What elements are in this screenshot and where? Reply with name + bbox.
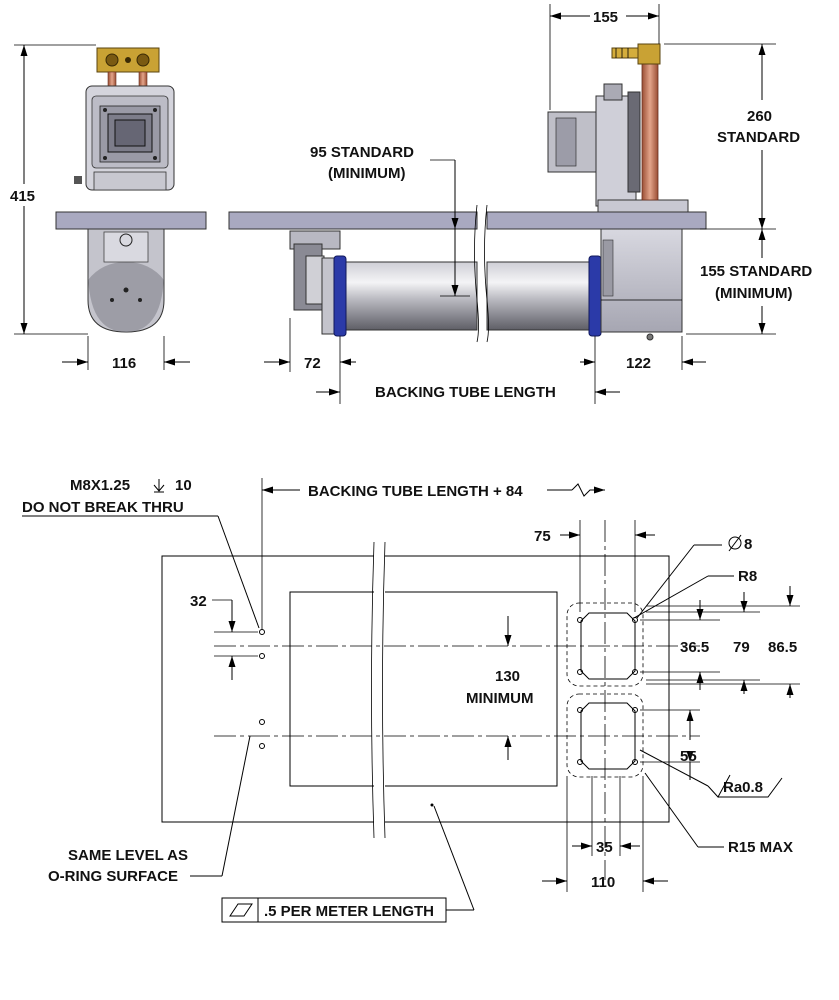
o-ring-left [333, 255, 347, 337]
dim-75: 75 [534, 520, 655, 612]
dim-79-label: 79 [733, 639, 750, 656]
dim-35-label: 35 [596, 839, 613, 856]
mounting-plate-front [55, 211, 207, 230]
dim-r8: R8 [633, 568, 757, 619]
dim-110-label: 110 [591, 874, 615, 891]
mounting-interface [161, 520, 700, 880]
port-lower-outline [566, 693, 644, 778]
end-block [600, 228, 683, 333]
side-view [228, 43, 707, 343]
r15-label: R15 MAX [728, 839, 793, 856]
dim-72: 72 [264, 318, 356, 404]
dim-155: 155 [549, 4, 660, 110]
thread-line2: DO NOT BREAK THRU [22, 499, 184, 516]
dim-260-value: 260 [747, 108, 772, 125]
dim-155std-line1: 155 STANDARD [700, 263, 812, 280]
dim-86-5: 86.5 [646, 586, 800, 698]
dim-95: 95 STANDARD (MINIMUM) [310, 144, 470, 297]
dim-95-line1: 95 STANDARD [310, 144, 414, 161]
min-130-label: MINIMUM [466, 690, 534, 707]
port-upper [580, 612, 636, 680]
dim-79: 79 [646, 592, 760, 694]
dim-72-label: 72 [304, 355, 321, 372]
dim-55-label: 55 [680, 748, 697, 765]
dim-75-label: 75 [534, 528, 551, 545]
dim-155std-line2: (MINIMUM) [715, 285, 792, 302]
note-thread: M8X1.25 10 DO NOT BREAK THRU [22, 477, 260, 629]
thread-depth: 10 [175, 477, 192, 494]
dim-dia-8: 8 [636, 534, 752, 619]
diameter-icon [728, 534, 742, 552]
dim-130-minimum: 130 MINIMUM [466, 616, 534, 760]
dim-415-label: 415 [10, 188, 35, 205]
dim-260-text: STANDARD [717, 129, 800, 146]
note-r15: R15 MAX [644, 772, 793, 856]
dim-backing-tube-length: BACKING TUBE LENGTH [316, 384, 620, 401]
plate-outline [161, 555, 670, 823]
same-level-line1: SAME LEVEL AS [68, 847, 188, 864]
dim-95-line2: (MINIMUM) [328, 165, 405, 182]
dim-122-label: 122 [626, 355, 651, 372]
dim-155-standard: 155 STANDARD (MINIMUM) [686, 229, 812, 335]
copper-pipe [641, 59, 659, 201]
flatness-callout: .5 PER METER LENGTH [221, 805, 475, 923]
brass-fitting-side [637, 43, 661, 65]
note-same-level: SAME LEVEL AS O-RING SURFACE [48, 735, 251, 885]
mounting-plate-side-right [486, 211, 707, 230]
dim-36-5: 36.5 [640, 600, 720, 690]
o-ring-right [588, 255, 602, 337]
dim-length-plus-84: BACKING TUBE LENGTH + 84 [261, 478, 605, 630]
port-upper-outline [566, 602, 644, 687]
mounting-plate-side-left [228, 211, 478, 230]
dim-116-label: 116 [112, 355, 136, 372]
length-plus-84-label: BACKING TUBE LENGTH + 84 [308, 483, 523, 500]
dim-55: 55 [640, 709, 700, 780]
note-roughness: Ra0.8 [639, 749, 783, 798]
front-view [55, 47, 207, 333]
flatness-label: .5 PER METER LENGTH [264, 903, 434, 920]
depth-symbol-icon [153, 479, 165, 493]
r8-label: R8 [738, 568, 757, 585]
same-level-line2: O-RING SURFACE [48, 868, 178, 885]
dim-116: 116 [62, 336, 190, 372]
flatness-icon [229, 903, 253, 917]
dim-32: 32 [190, 593, 258, 680]
dim-110: 110 [542, 776, 668, 892]
backing-tube-length-label: BACKING TUBE LENGTH [375, 384, 556, 401]
dim-415: 415 [10, 44, 96, 335]
dim-260: 260 STANDARD [664, 43, 800, 230]
port-lower [580, 702, 636, 770]
min-130-value: 130 [495, 668, 520, 685]
dim-122: 122 [580, 336, 706, 404]
dim-36-5-label: 36.5 [680, 639, 709, 656]
ra-label: Ra0.8 [723, 779, 763, 796]
dim-155-label: 155 [593, 9, 618, 26]
inner-pocket [289, 591, 558, 787]
dim-32-label: 32 [190, 593, 207, 610]
dim-86-5-label: 86.5 [768, 639, 797, 656]
backing-tube-right [486, 261, 594, 331]
thread-line1: M8X1.25 [70, 477, 130, 494]
dim-35: 35 [572, 776, 640, 856]
dia-8-label: 8 [744, 536, 752, 553]
